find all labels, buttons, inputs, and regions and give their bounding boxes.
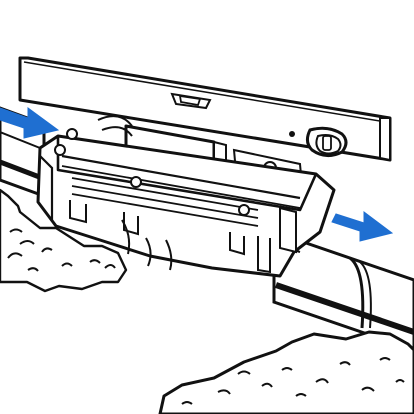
coupling-icon [36, 115, 336, 278]
flow-in-arrow-icon [0, 107, 60, 139]
spirit-level-icon [18, 56, 392, 162]
gravel-bed-icon [158, 330, 414, 414]
flow-out-arrow-icon [331, 211, 394, 242]
gravel-bed-left [0, 188, 128, 293]
